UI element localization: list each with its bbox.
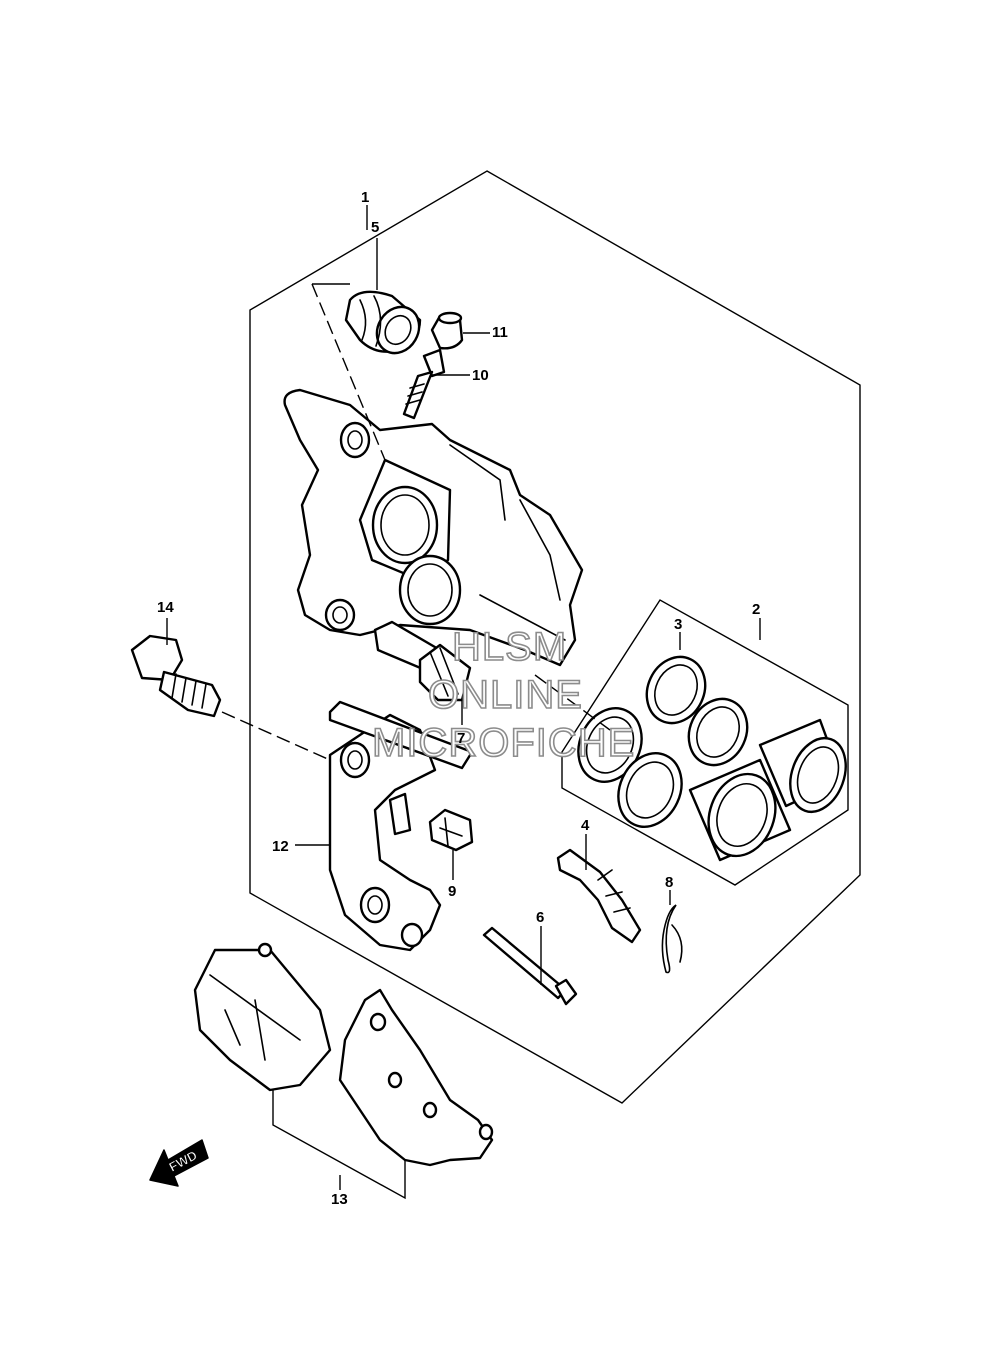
callout-12: 12 [272, 838, 289, 855]
watermark-line-3: MICROFICHE [372, 721, 635, 765]
callout-14: 14 [157, 599, 174, 616]
forward-arrow-icon [149, 1139, 209, 1187]
bolt-14 [130, 634, 222, 718]
pad-pin-6 [482, 926, 578, 1006]
callout-8: 8 [665, 874, 673, 891]
watermark-line-2: ONLINE [428, 673, 583, 717]
watermark-line-1: HLSM [452, 625, 567, 669]
watermark: HLSM ONLINE MICROFICHE [371, 624, 635, 766]
callout-labels: 1 2 3 4 5 6 7 8 9 10 11 12 13 14 [157, 189, 760, 1208]
callout-13: 13 [331, 1191, 348, 1208]
bleeder-cap-11 [430, 311, 464, 350]
assembly-outline-1 [249, 170, 861, 1104]
caliper-body [283, 388, 584, 667]
callout-2: 2 [752, 601, 760, 618]
brake-pads-13 [193, 942, 494, 1167]
dashed-line-5 [311, 283, 386, 461]
piston-seals-3 [577, 655, 749, 828]
callout-6: 6 [536, 909, 544, 926]
leader-lines [166, 205, 761, 1190]
callout-3: 3 [674, 616, 682, 633]
forward-direction-badge: FWD [149, 1139, 209, 1187]
callout-10: 10 [472, 367, 489, 384]
slide-pin-7 [373, 620, 472, 702]
caliper-bracket-12 [328, 700, 474, 952]
callout-9: 9 [448, 883, 456, 900]
callout-11: 11 [492, 324, 508, 341]
callout-5: 5 [371, 219, 379, 236]
dashed-line-pistons [534, 674, 611, 731]
callout-4: 4 [581, 817, 590, 834]
clip-8 [661, 904, 683, 974]
pistons [688, 718, 847, 862]
bleeder-valve-10 [402, 348, 446, 420]
dashed-line-14 [221, 711, 331, 761]
pad-spring-4 [556, 848, 642, 944]
callout-1: 1 [361, 189, 369, 206]
callout-7: 7 [457, 730, 465, 747]
piston-kit-outline-2 [561, 599, 849, 886]
pad-set-bracket-13 [272, 1090, 406, 1200]
boot-5 [344, 290, 422, 355]
spring-clip-9 [428, 808, 474, 852]
